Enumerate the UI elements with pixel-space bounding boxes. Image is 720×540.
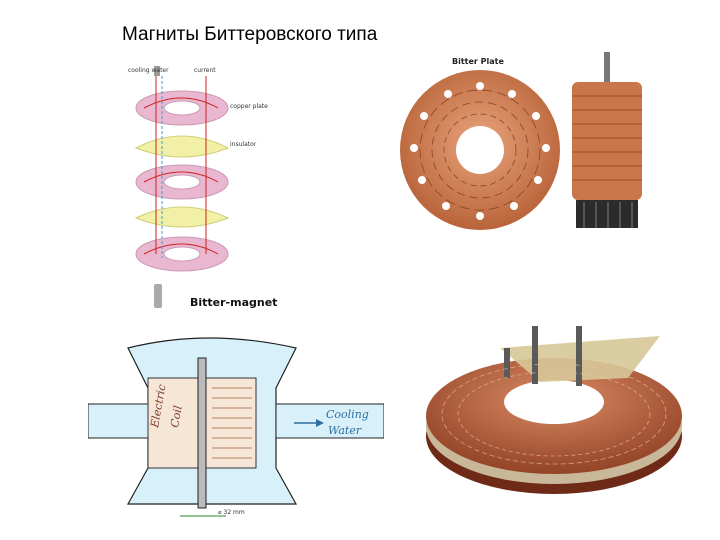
water-outlet-icon — [154, 284, 162, 308]
bitter-coil-photo — [572, 52, 642, 228]
schematic-caption: Bitter-magnet — [190, 296, 277, 309]
center-bore — [197, 357, 207, 509]
plate-hole — [456, 126, 504, 174]
shaft — [604, 52, 610, 82]
ring-hole — [504, 380, 604, 424]
insulator-2 — [134, 206, 230, 228]
cooling-water-label: cooling water — [128, 67, 169, 74]
cross-section-drawing: Electric Coil Cooling Water ⌀ 32 mm — [88, 337, 384, 517]
copper-plate-label: copper plate — [230, 103, 268, 110]
cooling-label: Cooling — [326, 408, 369, 421]
tie-rod-2 — [576, 326, 582, 386]
coil-body — [572, 82, 642, 200]
dimension-label: ⌀ 32 mm — [218, 509, 245, 516]
slide-title: Магниты Биттеровского типа — [122, 24, 378, 45]
bitter-plate-label: Bitter Plate — [452, 57, 504, 66]
coil-label: Coil — [168, 404, 185, 428]
insulator-1 — [134, 135, 230, 158]
bitter-stack-render — [426, 326, 682, 494]
tie-rod-1 — [532, 326, 538, 384]
tie-rod-3 — [504, 348, 510, 378]
bitter-magnet-schematic: cooling water current copper plate insul… — [128, 66, 277, 309]
insulator-label: insulator — [230, 141, 257, 148]
water-inlet-icon — [154, 66, 160, 76]
bitter-plate-photo: Bitter Plate — [400, 57, 560, 230]
current-label: current — [194, 67, 216, 74]
water-label: Water — [328, 424, 362, 437]
